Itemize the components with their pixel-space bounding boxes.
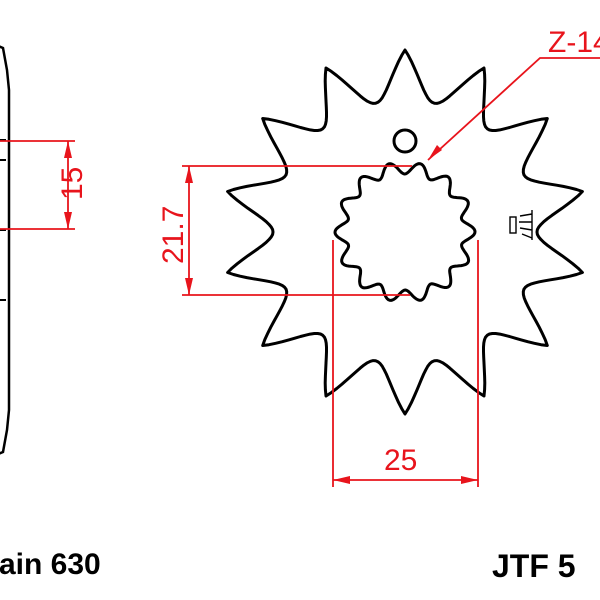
- dimension-label-spline-height: 21.7: [157, 206, 190, 264]
- tooth-count-label: Z-14: [548, 26, 600, 59]
- dimension-spline-width: [332, 240, 479, 487]
- tooth-count-leader: [427, 57, 600, 161]
- dimension-label-spline-width: 25: [384, 444, 417, 477]
- sprocket-outline: [226, 48, 584, 416]
- dimension-label-hub-thickness: 15: [56, 167, 89, 200]
- dimension-hub-thickness: [0, 140, 75, 230]
- spline-bore: [333, 162, 477, 302]
- dimension-spline-height: [182, 165, 412, 296]
- chain-size-caption: ain 630: [0, 548, 101, 581]
- part-number-caption: JTF 5: [492, 548, 576, 584]
- lightening-hole: [392, 128, 418, 154]
- maker-logo-icon: [509, 210, 533, 240]
- side-profile: [0, 45, 11, 455]
